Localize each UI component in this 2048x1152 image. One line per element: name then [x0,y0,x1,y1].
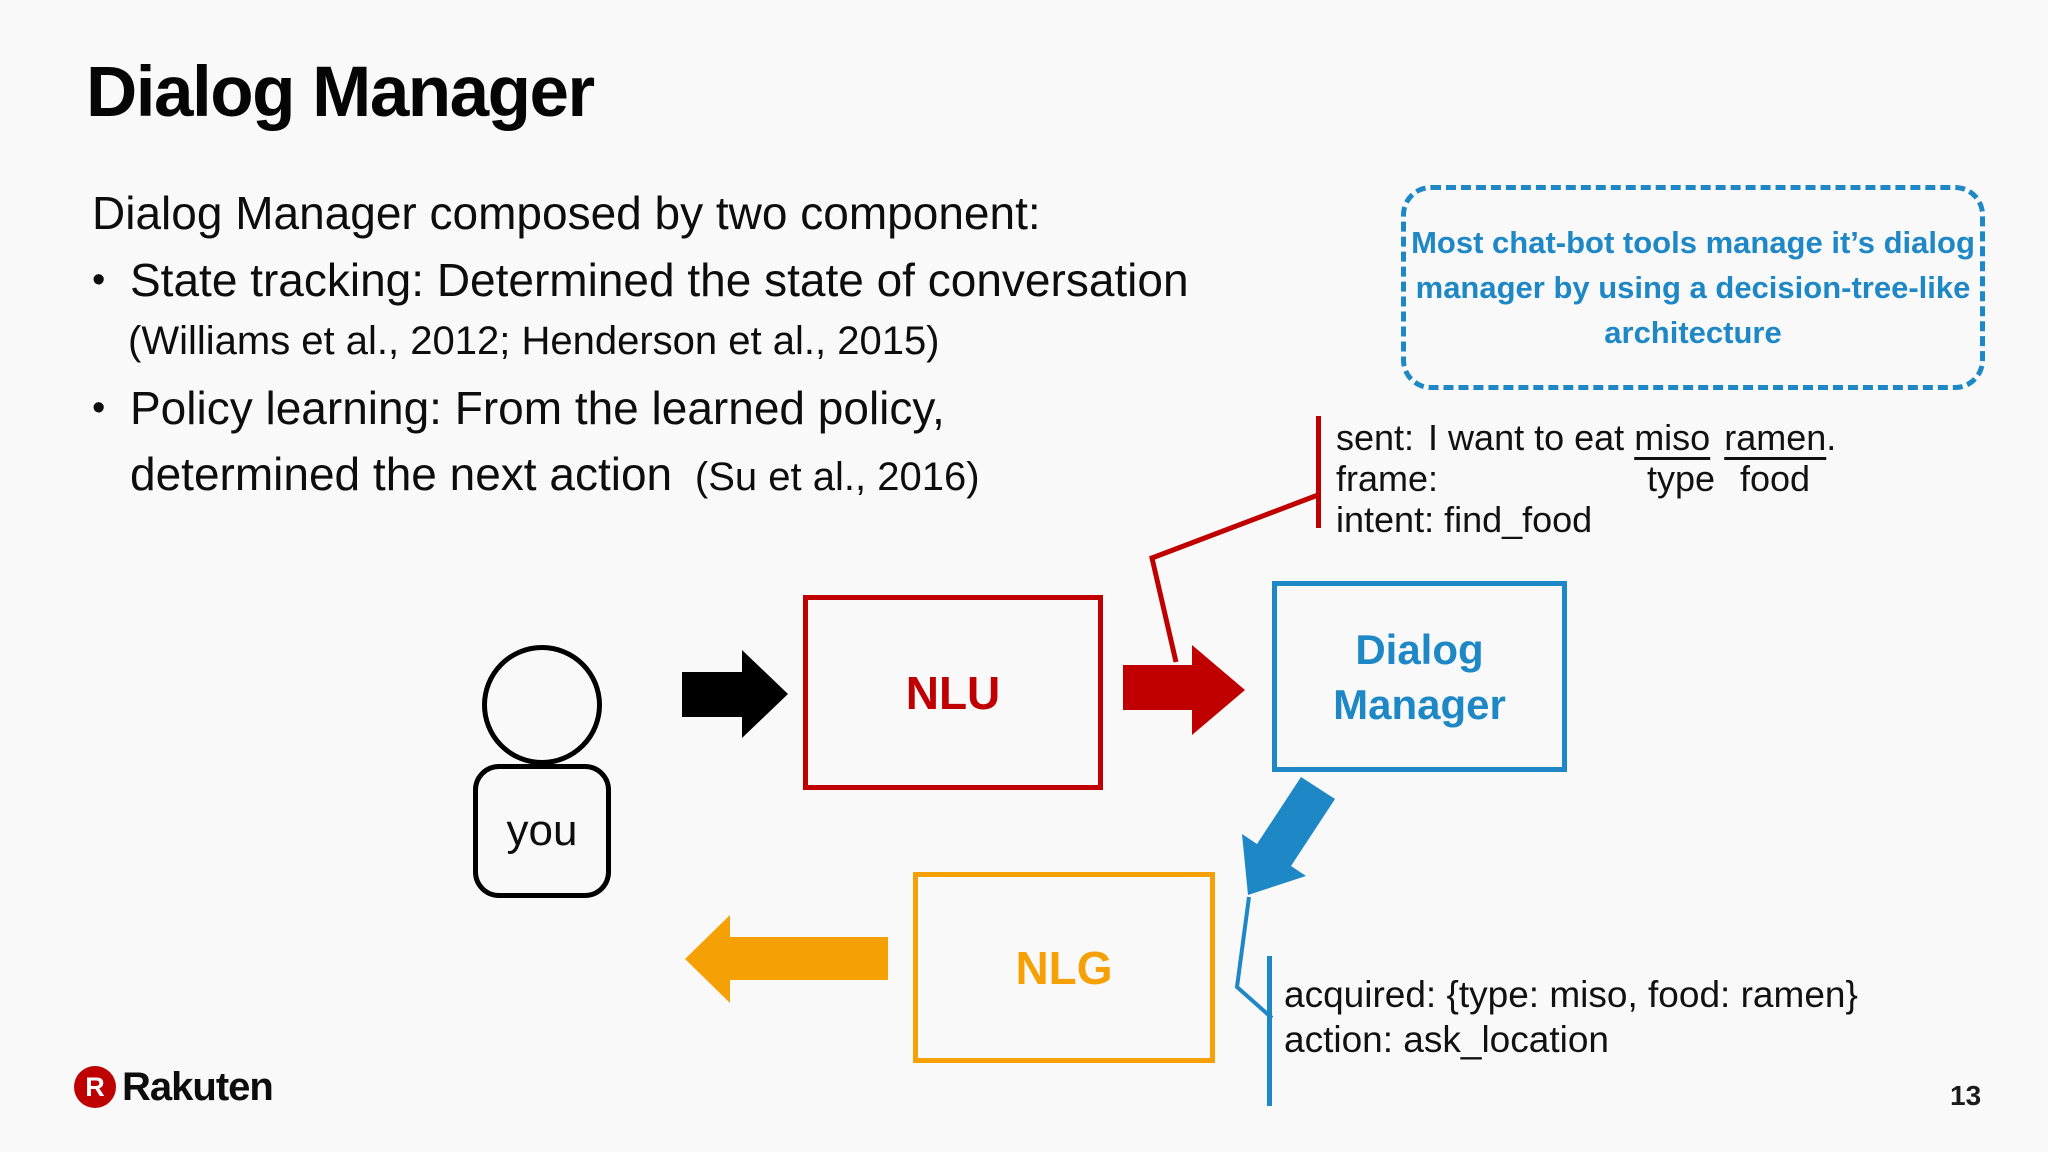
dialog-manager-box: Dialog Manager [1272,581,1567,772]
bullet-item-policy-learning: • Policy learning: From the learned poli… [92,380,945,436]
bullet-continuation: determined the next action (Su et al., 2… [130,446,980,505]
user-label: you [506,806,578,855]
dialog-manager-label: Dialog Manager [1333,622,1506,732]
nlg-box: NLG [913,872,1215,1063]
dm-annotation: acquired: {type: miso, food: ramen} acti… [1284,972,1858,1062]
sent-text: I want to eat [1428,417,1625,458]
dialog-manager-label-line2: Manager [1333,680,1506,728]
bullet-text: State tracking: Determined the state of … [130,254,1189,306]
user-person-icon [482,645,602,765]
nlu-box: NLU [803,595,1103,790]
nlg-to-user-arrow-icon [685,915,888,1003]
bullet-dot: • [92,259,106,301]
sent-period: . [1826,417,1837,458]
callout-line: architecture [1604,315,1782,350]
intent-line: intent: find_food [1336,499,1593,540]
sent-label: sent: [1336,417,1415,458]
bullet-continuation-text: determined the next action [130,448,673,500]
bullet-item-state-tracking: • State tracking: Determined the state o… [92,252,1189,308]
citation-state-tracking: (Williams et al., 2012; Henderson et al.… [128,319,940,363]
action-line: action: ask_location [1284,1019,1609,1060]
callout-line: Most chat-bot tools manage it’s dialog [1411,225,1975,260]
dialog-manager-label-line1: Dialog [1355,625,1484,673]
frame-label: frame: [1336,458,1439,499]
rakuten-mark-icon: R [74,1066,116,1108]
nlu-label: NLU [905,666,1001,719]
user-to-nlu-arrow-icon [682,650,788,738]
slot-word-ramen: ramen [1724,417,1827,458]
dm-to-nlg-arrow-icon [1242,777,1335,895]
frame-type-label: type [1647,458,1716,499]
page-number: 13 [1950,1080,1982,1111]
nlu-annotation-bar [1316,416,1321,528]
frame-food-label: food [1740,458,1811,499]
callout-line: manager by using a decision-tree-like [1415,270,1971,305]
sent-line: sent: I want to eat miso ramen. [1336,417,1836,458]
bullet-text: Policy learning: From the learned policy… [130,382,945,434]
rakuten-initial: R [85,1071,105,1102]
page-title: Dialog Manager [86,53,595,132]
nlu-annotation: sent: I want to eat miso ramen. frame: typ… [1336,417,1836,540]
dm-annotation-bar [1267,956,1272,1106]
decision-tree-callout: Most chat-bot tools manage it’s dialog m… [1401,185,1985,390]
nlg-label: NLG [1015,941,1113,994]
rakuten-wordmark: Rakuten [122,1065,274,1109]
citation-policy-learning: (Su et al., 2016) [694,455,980,499]
slot-word-miso: miso [1634,417,1711,458]
bullet-dot: • [92,387,106,429]
nlu-to-dm-arrow-icon [1123,645,1245,735]
intro-text: Dialog Manager composed by two component… [92,187,1041,239]
acquired-line: acquired: {type: miso, food: ramen} [1284,974,1858,1015]
user-person-body: you [473,764,611,898]
frame-line: frame: type food [1336,458,1836,499]
